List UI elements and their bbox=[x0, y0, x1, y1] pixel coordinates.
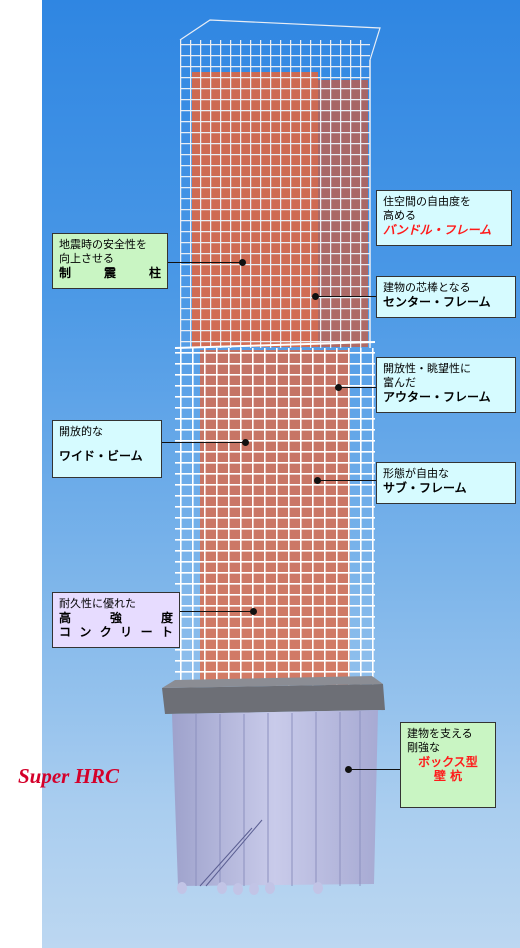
leader-dot-seismic bbox=[239, 259, 246, 266]
callout-concrete-title2: コ ン ク リ ー ト bbox=[59, 625, 173, 639]
leader-dot-sub bbox=[314, 477, 321, 484]
callout-bundle-title: バンドル・フレーム bbox=[383, 223, 492, 237]
callout-outer-frame: 開放性・眺望性に 富んだ アウター・フレーム bbox=[376, 357, 516, 413]
leader-dot-pile bbox=[345, 766, 352, 773]
leader-seismic bbox=[134, 262, 242, 263]
callout-bundle-line2: 高める bbox=[383, 209, 416, 222]
callout-pile-title2: 壁 杭 bbox=[433, 769, 463, 783]
title-char: ン bbox=[79, 625, 92, 639]
callout-outer-title: アウター・フレーム bbox=[383, 390, 491, 404]
title-char: 高 bbox=[59, 611, 72, 625]
leader-dot-concrete bbox=[250, 608, 257, 615]
callout-pile-title1: ボックス型 bbox=[418, 755, 478, 769]
callout-center-title: センター・フレーム bbox=[383, 295, 491, 309]
leader-sub bbox=[320, 480, 376, 481]
callout-concrete-line1: 耐久性に優れた bbox=[59, 597, 136, 610]
foundation-slab bbox=[162, 684, 385, 714]
title-char: コ bbox=[59, 625, 72, 639]
callout-center-line1: 建物の芯棒となる bbox=[383, 281, 471, 294]
upper-tower bbox=[179, 19, 381, 348]
callout-center-frame: 建物の芯棒となる センター・フレーム bbox=[376, 276, 516, 318]
title-char: 度 bbox=[160, 611, 173, 625]
callout-sub-title: サブ・フレーム bbox=[383, 481, 467, 495]
leader-center bbox=[318, 296, 376, 297]
callout-bundle-frame: 住空間の自由度を 高める バンドル・フレーム bbox=[376, 190, 512, 246]
leader-dot-outer bbox=[335, 384, 342, 391]
callout-seismic-column: 地震時の安全性を 向上させる 制 震 柱 bbox=[52, 233, 168, 289]
leader-outer bbox=[340, 387, 376, 388]
callout-box-wall-pile: 建物を支える 剛強な ボックス型 壁 杭 bbox=[400, 722, 496, 808]
brand-label: Super HRC bbox=[18, 764, 119, 788]
callout-wide-title: ワイド・ビーム bbox=[59, 449, 143, 463]
title-char: 柱 bbox=[148, 266, 161, 280]
callout-concrete-title1: 高 強 度 bbox=[59, 611, 173, 625]
leader-concrete bbox=[180, 611, 254, 612]
callout-bundle-line1: 住空間の自由度を bbox=[383, 195, 471, 208]
callout-seismic-line2: 向上させる bbox=[59, 252, 114, 265]
callout-sub-frame: 形態が自由な サブ・フレーム bbox=[376, 462, 516, 504]
callout-pile-line1: 建物を支える bbox=[407, 727, 473, 740]
callout-outer-line1: 開放性・眺望性に bbox=[383, 362, 471, 375]
title-char: ク bbox=[99, 625, 112, 639]
callout-high-strength-concrete: 耐久性に優れた 高 強 度 コ ン ク リ ー ト bbox=[52, 592, 180, 648]
box-wall-piles bbox=[172, 710, 378, 895]
title-char: リ bbox=[120, 625, 133, 639]
callout-seismic-title: 制 震 柱 bbox=[59, 266, 161, 280]
callout-wide-line1: 開放的な bbox=[59, 425, 103, 438]
leader-pile bbox=[350, 769, 400, 770]
leader-dot-center bbox=[312, 293, 319, 300]
callout-sub-line1: 形態が自由な bbox=[383, 467, 449, 480]
leader-dot-wide bbox=[242, 439, 249, 446]
title-char: 震 bbox=[103, 266, 116, 280]
title-char: ー bbox=[140, 625, 153, 639]
callout-pile-line2: 剛強な bbox=[407, 741, 440, 754]
leader-wide bbox=[162, 442, 246, 443]
callout-outer-line2: 富んだ bbox=[383, 376, 416, 389]
title-char: 制 bbox=[59, 266, 72, 280]
callout-wide-beam: 開放的な ワイド・ビーム bbox=[52, 420, 162, 478]
title-char: 強 bbox=[109, 611, 122, 625]
callout-seismic-line1: 地震時の安全性を bbox=[59, 238, 147, 251]
title-char: ト bbox=[160, 625, 173, 639]
lower-tower bbox=[174, 341, 376, 686]
